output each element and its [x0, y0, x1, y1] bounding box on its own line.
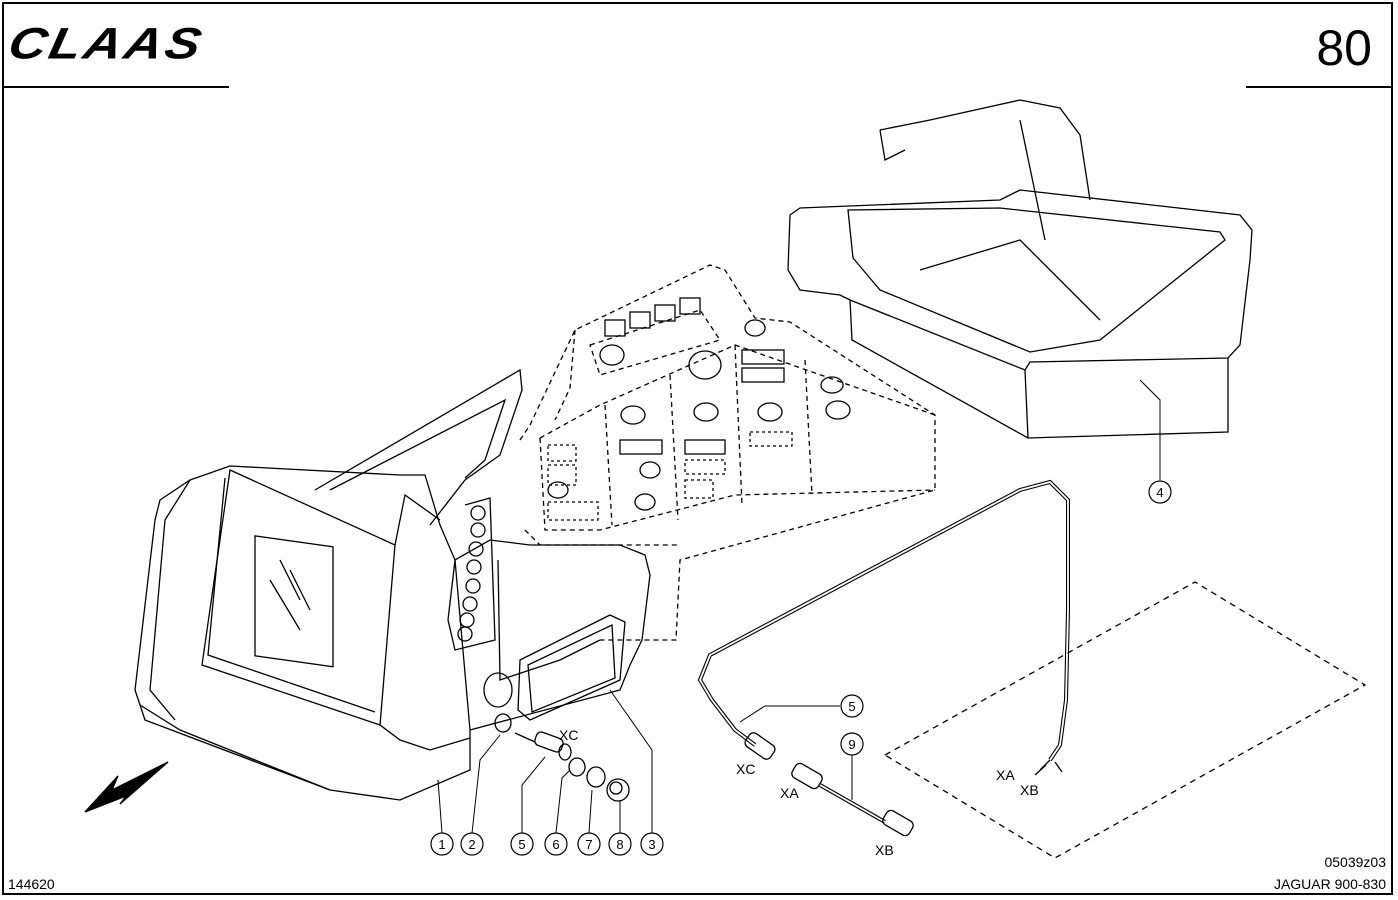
callout-1 — [430, 832, 454, 856]
cap — [606, 778, 630, 802]
callout-8 — [608, 832, 632, 856]
connector-label-xb-adapter: XB — [875, 842, 894, 858]
callout-5-connector-label: 5 — [518, 837, 525, 852]
mounting-area — [883, 581, 1367, 859]
image-number: 144620 — [8, 876, 55, 892]
direction-arrow — [84, 761, 169, 813]
callout-6 — [544, 832, 568, 856]
cable-harness — [697, 479, 1070, 776]
callout-1-label: 1 — [438, 837, 445, 852]
callout-9-label: 9 — [848, 737, 855, 752]
round-socket — [483, 672, 513, 708]
callout-2-label: 2 — [468, 837, 475, 852]
speaker-grille — [517, 614, 626, 721]
terminal-housing — [134, 368, 651, 801]
callout-3-label: 3 — [648, 837, 655, 852]
callout-9 — [840, 732, 864, 756]
connector-label-xb-cable: XB — [1020, 782, 1039, 798]
terminal-buttons — [457, 505, 486, 642]
callout-7 — [577, 832, 601, 856]
connector-label-xa-cable: XA — [996, 767, 1015, 783]
page-number: 80 — [1316, 20, 1372, 76]
page-number-underline — [1246, 86, 1393, 88]
callout-4-label: 4 — [1156, 485, 1163, 500]
connector-port — [494, 713, 512, 733]
connector-label-xa-adapter: XA — [780, 785, 799, 801]
callout-2 — [460, 832, 484, 856]
plug-connector — [514, 731, 572, 761]
seal-ring — [568, 757, 586, 777]
connector-label-xc-cable: XC — [736, 761, 755, 777]
callout-5-cable-label: 5 — [848, 699, 855, 714]
leader-lines — [437, 379, 1161, 834]
callout-5-connector — [510, 832, 534, 856]
callout-4 — [1148, 480, 1172, 504]
nut — [586, 766, 606, 788]
callout-8-label: 8 — [616, 837, 623, 852]
logo-underline — [3, 86, 229, 88]
callout-6-label: 6 — [552, 837, 559, 852]
callout-5-cable — [840, 694, 864, 718]
callout-7-label: 7 — [585, 837, 592, 852]
terminal-screen — [254, 535, 334, 668]
connector-label-xc-terminal: XC — [559, 727, 578, 743]
model-name: JAGUAR 900-830 — [1273, 876, 1386, 892]
adapter-cable — [791, 762, 914, 837]
drawing-code: 05039z03 — [1324, 854, 1386, 870]
callout-3 — [640, 832, 664, 856]
control-panel-outline — [519, 264, 936, 641]
control-switches — [547, 297, 851, 521]
armrest-cushion — [787, 99, 1253, 439]
